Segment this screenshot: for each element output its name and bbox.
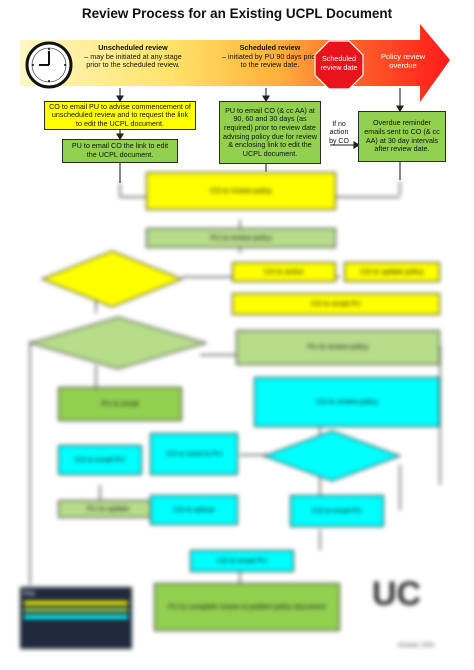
blur-box-pu-review-2: PU to review policy [236, 330, 440, 365]
blur-box-co-final: CO to email PU [190, 550, 294, 572]
no-action-note: If no action by CO [329, 121, 349, 145]
blur-box-pu-email: PU to email [58, 387, 182, 421]
blur-box-pu-update: PU to update [58, 500, 158, 518]
scheduled-heading: Scheduled review [239, 43, 301, 52]
pu-email-link-box: PU to email CO the link to edit the UCPL… [62, 139, 178, 163]
clock-icon [25, 41, 73, 89]
legend-swatch-cyan [24, 615, 128, 619]
blur-diamond-1 [40, 250, 184, 308]
unscheduled-text: – may be initiated at any stage prior to… [84, 51, 182, 70]
blur-box-co-action: CO to action [232, 262, 336, 282]
page-title: Review Process for an Existing UCPL Docu… [81, 6, 393, 21]
legend-swatch-green [24, 608, 128, 612]
blurred-flowchart: CO to review policy PU to review policy … [0, 165, 474, 670]
legend-title: Key [23, 590, 36, 597]
blur-diamond-3 [262, 430, 402, 482]
legend-swatch-yellow [24, 601, 128, 605]
top-connectors [116, 88, 404, 183]
scheduled-text: – initiated by PU 90 days prior to the r… [222, 51, 318, 70]
overdue-arrow-label: Policy review overdue [380, 52, 426, 71]
blur-legend: Key [20, 587, 132, 649]
blur-box-co-send: CO to send to PU [150, 433, 238, 475]
pu-email-reminders-box: PU to email CO (& cc AA) at 90, 60 and 3… [219, 101, 321, 164]
blur-box-co-review: CO to review policy [146, 172, 336, 210]
unscheduled-heading: Unscheduled review [98, 43, 168, 52]
blur-box-co-review-2: CO to review policy [254, 377, 440, 427]
date-footer: October 2020 [398, 643, 435, 649]
stop-label: Scheduled review date [320, 54, 358, 72]
uc-logo: UC [372, 575, 422, 613]
unscheduled-review-note: Unscheduled review – may be initiated at… [82, 43, 184, 70]
co-email-pu-box: CO to email PU to advise commencement of… [44, 101, 196, 130]
blur-box-co-email-2: CO to email PU [58, 445, 142, 475]
blur-box-co-email: CO to email PU [232, 293, 440, 315]
blur-box-co-advise: CO to advise [150, 495, 238, 525]
overdue-reminders-box: Overdue reminder emails sent to CO (& cc… [358, 111, 446, 162]
blur-box-pu-review: PU to review policy [146, 228, 336, 248]
blur-box-pu-complete: PU to complete review & publish policy d… [154, 583, 340, 631]
scheduled-review-note: Scheduled review – initiated by PU 90 da… [222, 43, 318, 70]
stop-octagon-icon [314, 40, 364, 90]
blur-box-co-update: CO to update policy [344, 262, 440, 282]
blur-box-co-email-3: CO to email PU [290, 495, 384, 527]
blur-diamond-2 [28, 316, 208, 370]
